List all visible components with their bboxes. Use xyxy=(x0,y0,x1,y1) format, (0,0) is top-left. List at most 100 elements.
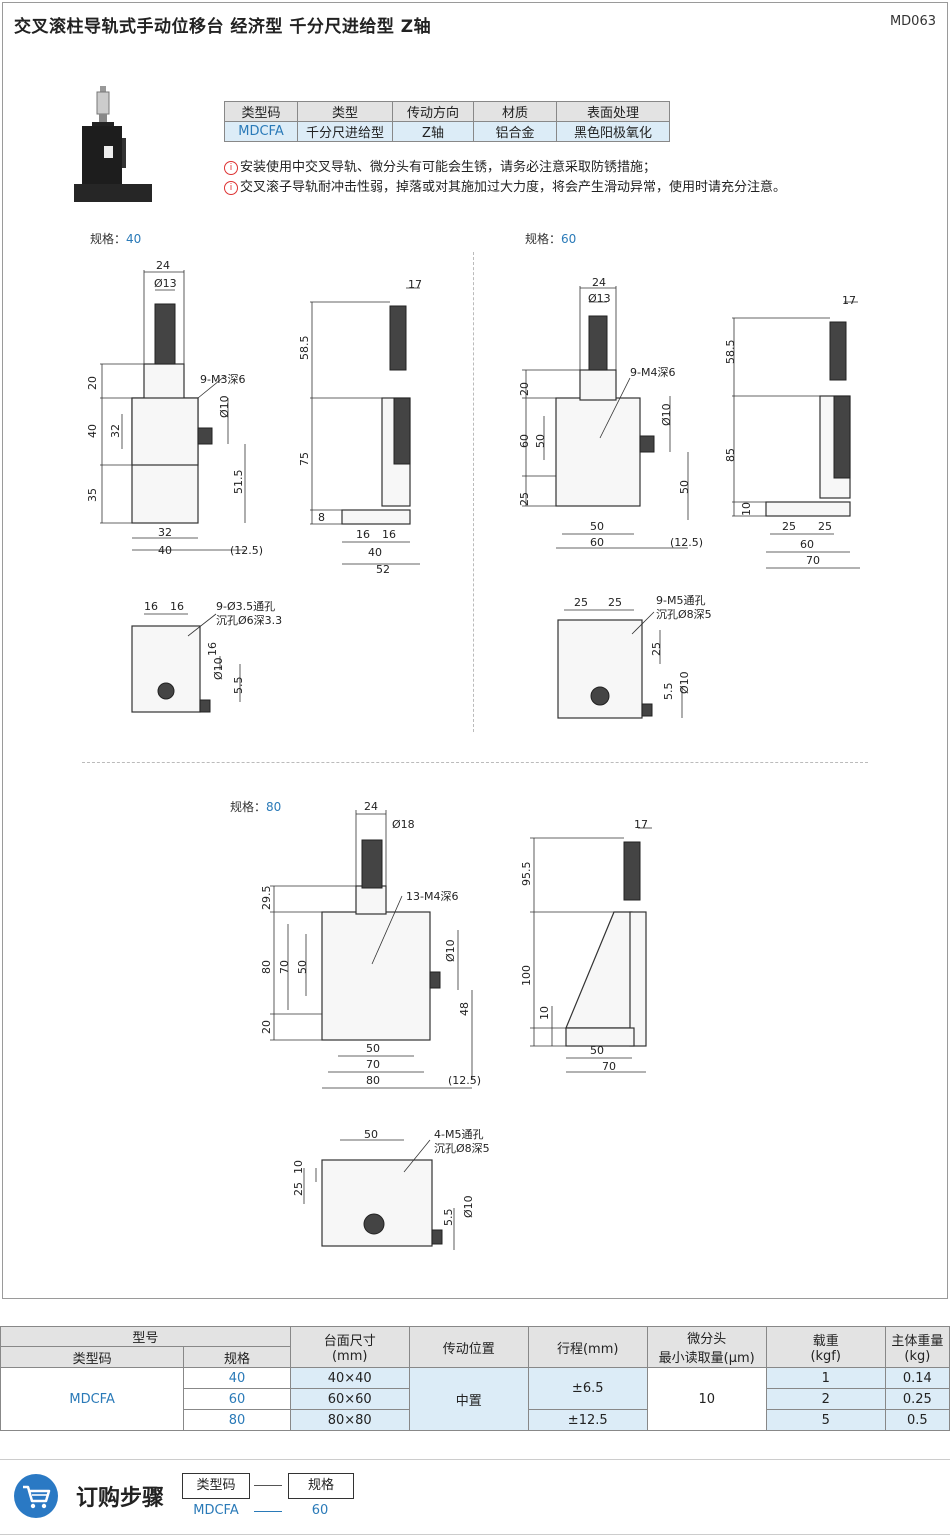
product-code: MD063 xyxy=(889,14,936,29)
dim-text: 60 xyxy=(590,536,604,549)
dim-text: Ø10 xyxy=(678,671,691,694)
spec-header: 传动方向 xyxy=(392,101,474,122)
dim-text: 沉孔Ø8深5 xyxy=(656,608,712,621)
dim-text: 17 xyxy=(408,278,422,291)
dim-text: 9-M4深6 xyxy=(630,366,675,379)
col-header: 型号 xyxy=(0,1326,291,1347)
cart-icon xyxy=(14,1474,58,1518)
dim-text: 5.5 xyxy=(232,677,245,695)
dim-text: 20 xyxy=(260,1020,273,1034)
dim-text: 50 xyxy=(678,480,691,494)
dim-text: (12.5) xyxy=(230,544,263,557)
dim-text: Ø13 xyxy=(588,292,611,305)
table-cell: 40×40 xyxy=(289,1367,410,1389)
dim-text: 13-M4深6 xyxy=(406,890,458,903)
drawing-40-bottom: 16 16 9-Ø3.5通孔 沉孔Ø6深3.3 16 Ø10 5.5 xyxy=(131,600,282,713)
dim-text: 85 xyxy=(724,448,737,462)
col-header: 行程(mm) xyxy=(527,1326,648,1368)
dim-text: 35 xyxy=(86,488,99,502)
dim-text: Ø10 xyxy=(660,403,673,426)
dim-text: 80 xyxy=(366,1074,380,1087)
table-cell: 60 xyxy=(183,1388,291,1410)
dim-text: 58.5 xyxy=(298,336,311,361)
table-cell: ±6.5 xyxy=(527,1367,648,1410)
order-box-size: 规格 xyxy=(288,1473,354,1499)
dim-text: Ø18 xyxy=(392,818,415,831)
dim-text: 58.5 xyxy=(724,340,737,365)
drawing-40-side: 17 58.5 75 8 16 16 40 52 xyxy=(298,278,422,576)
col-header: 规格 xyxy=(183,1346,291,1368)
dim-text: Ø13 xyxy=(154,277,177,290)
spec-header: 类型 xyxy=(297,101,393,122)
dim-text: 16 xyxy=(170,600,184,613)
separator-vertical xyxy=(473,252,474,732)
table-cell: 2 xyxy=(765,1388,886,1410)
size-label-60: 规格：60 xyxy=(525,232,577,246)
size-label-80: 规格：80 xyxy=(230,800,282,814)
table-cell: 10 xyxy=(646,1367,767,1431)
table-cell: 80×80 xyxy=(289,1409,410,1431)
dim-text: 50 xyxy=(366,1042,380,1055)
order-dash xyxy=(254,1485,282,1486)
table-cell: 0.5 xyxy=(884,1409,950,1431)
dim-text: 29.5 xyxy=(260,886,273,911)
spec-value: 铝合金 xyxy=(473,121,557,142)
model-table: 型号 台面尺寸 (mm) 传动位置 行程(mm) 微分头 最小读取量(μm) 载… xyxy=(0,1326,950,1431)
dim-text: 25 xyxy=(574,596,588,609)
dim-text: 5.5 xyxy=(662,683,675,701)
dim-text: 25 xyxy=(782,520,796,533)
dim-text: 70 xyxy=(602,1060,616,1073)
dim-text: 25 xyxy=(818,520,832,533)
dim-text: Ø10 xyxy=(218,395,231,418)
dim-text: Ø10 xyxy=(462,1195,475,1218)
info-icon: i xyxy=(224,181,238,195)
dim-text: 5.5 xyxy=(442,1209,455,1227)
drawing-80-top: 24 Ø18 29.5 13-M4深6 80 70 50 Ø10 20 48 5… xyxy=(260,800,481,1089)
order-dash xyxy=(254,1511,282,1512)
dim-text: 9-Ø3.5通孔 xyxy=(216,600,275,613)
table-cell: 80 xyxy=(183,1409,291,1431)
dim-text: 75 xyxy=(298,452,311,466)
dim-text: 50 xyxy=(590,520,604,533)
spec-table: 类型码 类型 传动方向 材质 表面处理 MDCFA 千分尺进给型 Z轴 铝合金 … xyxy=(224,101,670,142)
table-cell: 0.14 xyxy=(884,1367,950,1389)
type-code-cell: MDCFA xyxy=(0,1367,185,1431)
drawing-60-top: 24 Ø13 20 9-M4深6 60 50 Ø10 25 50 50 60 (… xyxy=(518,276,703,549)
table-cell: 0.25 xyxy=(884,1388,950,1410)
main-frame xyxy=(2,2,948,1299)
table-cell: ±12.5 xyxy=(527,1409,648,1431)
dim-text: 70 xyxy=(366,1058,380,1071)
dim-text: 70 xyxy=(806,554,820,567)
dim-text: 70 xyxy=(278,960,291,974)
dim-text: 16 xyxy=(206,642,219,656)
dim-text: (12.5) xyxy=(670,536,703,549)
dim-text: 4-M5通孔 xyxy=(434,1128,483,1141)
dim-text: Ø10 xyxy=(444,939,457,962)
table-cell: 1 xyxy=(765,1367,886,1389)
dim-text: 9-M5通孔 xyxy=(656,594,705,607)
dim-text: 95.5 xyxy=(520,862,533,887)
size-label-40: 规格：40 xyxy=(90,232,142,246)
dim-text: 24 xyxy=(156,259,170,272)
col-header: 传动位置 xyxy=(408,1326,529,1368)
order-box-type: 类型码 xyxy=(182,1473,250,1499)
dim-text: Ø10 xyxy=(212,657,225,680)
dim-text: 24 xyxy=(592,276,606,289)
col-header: 类型码 xyxy=(0,1346,185,1368)
dim-text: 32 xyxy=(109,424,122,438)
dim-text: 51.5 xyxy=(232,470,245,495)
order-title: 订购步骤 xyxy=(76,1486,165,1511)
dim-text: 48 xyxy=(458,1002,471,1016)
spec-value: 黑色阳极氧化 xyxy=(556,121,670,142)
dim-text: 60 xyxy=(518,434,531,448)
col-header: 载重 (kgf) xyxy=(765,1326,886,1368)
product-image xyxy=(74,86,152,202)
table-cell: 5 xyxy=(765,1409,886,1431)
dim-text: 60 xyxy=(800,538,814,551)
dim-text: 17 xyxy=(634,818,648,831)
spec-value: 千分尺进给型 xyxy=(297,121,393,142)
col-header: 主体重量 (kg) xyxy=(884,1326,950,1368)
info-icon: i xyxy=(224,161,238,175)
